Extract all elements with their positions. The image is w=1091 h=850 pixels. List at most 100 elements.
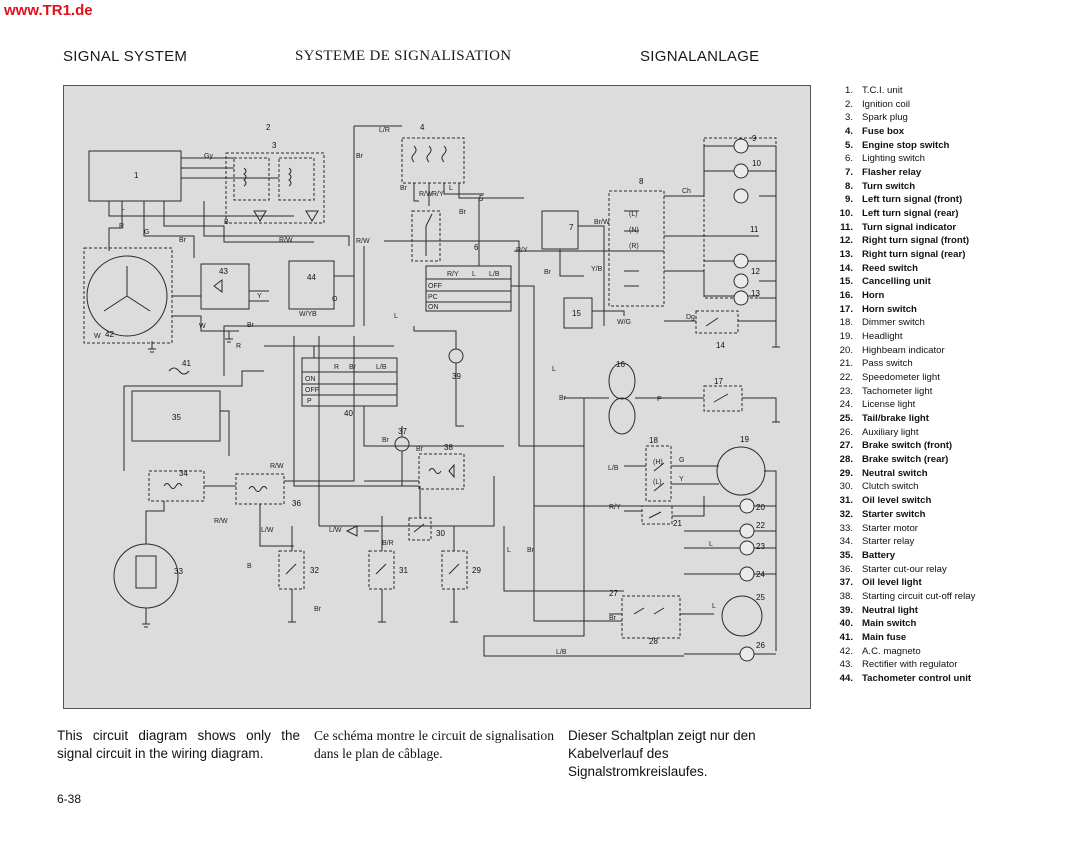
dimmer-lo: (L) — [653, 479, 662, 486]
legend-item: 14.Reed switch — [834, 262, 975, 276]
dimmer-hi: (H) — [653, 459, 663, 466]
legend-item: 42.A.C. magneto — [834, 645, 975, 659]
legend-item: 26. Auxiliary light — [834, 426, 975, 440]
legend-number: 12. — [839, 235, 853, 247]
lighting-switch-col-l: L — [472, 271, 476, 278]
legend-label: Oil level switch — [862, 495, 932, 507]
wire-gy: Gy — [204, 153, 213, 160]
legend-number: 2. — [844, 98, 853, 110]
wire-br-d: Br — [544, 269, 552, 276]
label-3: 3 — [272, 141, 277, 150]
main-switch-col-r: R — [334, 364, 339, 371]
legend-label: Rectifier with regulator — [862, 659, 958, 671]
label-23: 23 — [756, 542, 765, 551]
legend-number: 5. — [844, 139, 853, 151]
caption-english: This circuit diagram shows only the sign… — [57, 728, 300, 761]
legend-item: 6.Lighting switch — [834, 152, 975, 166]
legend-number: 22. — [839, 372, 853, 384]
legend-label: Tachometer control unit — [862, 672, 972, 684]
label-38: 38 — [444, 443, 453, 452]
label-28: 28 — [649, 637, 658, 646]
legend-label: Right turn signal (front) — [862, 235, 970, 247]
legend-label: Engine stop switch — [862, 139, 950, 151]
label-17: 17 — [714, 377, 723, 386]
wire-bb: B — [312, 311, 317, 318]
legend-number: 31. — [839, 495, 853, 507]
legend-label: Auxiliary light — [862, 426, 919, 438]
legend-item: 41.Main fuse — [834, 631, 975, 645]
label-24: 24 — [756, 570, 765, 579]
label-5: 5 — [479, 194, 484, 203]
wire-br-f: Br — [382, 437, 390, 444]
legend-number: 11. — [840, 221, 853, 233]
label-41: 41 — [182, 359, 191, 368]
legend-item: 28.Brake switch (rear) — [834, 453, 975, 467]
component-6-lighting-switch — [425, 265, 512, 312]
legend-item: 31. Oil level switch — [834, 494, 975, 508]
wire-br-i: Br — [609, 615, 617, 622]
wire-b-b: B — [247, 563, 252, 570]
wire-l-e: L — [552, 366, 556, 373]
legend-label: Cancelling unit — [862, 276, 931, 288]
wire-l-b: L — [394, 313, 398, 320]
watermark-link[interactable]: www.TR1.de — [4, 2, 93, 19]
label-1: 1 — [134, 171, 139, 180]
legend-number: 26. — [839, 426, 853, 438]
legend-number: 15. — [839, 276, 853, 288]
legend-label: Right turn signal (rear) — [862, 249, 966, 261]
legend-item: 34.Starter relay — [834, 535, 975, 549]
legend-item: 3.Spark plug — [834, 111, 975, 125]
legend-label: Left turn signal (rear) — [862, 208, 959, 220]
wire-ry-a: R/Y — [516, 247, 528, 254]
component-26-relay — [235, 473, 285, 505]
component-33-starter-motor — [113, 543, 179, 609]
caption-german: Dieser Schaltplan zeigt nur den Kabelver… — [568, 728, 756, 779]
label-37: 37 — [398, 427, 407, 436]
legend-label: Tail/brake light — [862, 413, 929, 425]
legend-number: 43. — [839, 659, 853, 671]
legend-number: 13. — [839, 249, 853, 261]
title-french: SYSTEME DE SIGNALISATION — [295, 48, 512, 64]
label-6: 6 — [474, 243, 479, 252]
component-37-oil-level-light — [394, 436, 410, 452]
legend-label: Starter cut-our relay — [862, 563, 947, 575]
legend-label: A.C. magneto — [862, 645, 921, 657]
component-2-ignition-coil — [225, 152, 325, 224]
label-39: 39 — [452, 372, 461, 381]
wire-r-a: R — [119, 223, 124, 230]
wire-p-a: P — [657, 396, 662, 403]
legend-item: 39.Neutral light — [834, 604, 975, 618]
label-11: 11 — [750, 225, 759, 234]
wire-dg: Dg — [686, 314, 695, 321]
legend-label: Neutral light — [862, 604, 918, 616]
legend-number: 34. — [839, 536, 853, 548]
wire-l-f: L — [507, 547, 511, 554]
main-switch-col-br: Br — [349, 364, 357, 371]
label-34: 34 — [179, 469, 188, 478]
label-18: 18 — [649, 436, 658, 445]
legend-label: Starter motor — [862, 522, 918, 534]
label-36: 36 — [292, 499, 301, 508]
legend-item: 22.Speedometer light — [834, 371, 975, 385]
legend-item: 40.Main switch — [834, 617, 975, 631]
legend-number: 7. — [844, 167, 853, 179]
legend-number: 38. — [839, 590, 853, 602]
component-16-horn — [608, 362, 636, 400]
wire-l-a: L — [121, 205, 125, 212]
component-5-engine-stop-switch — [411, 210, 441, 262]
legend-number: 25. — [839, 413, 853, 425]
wire-lw-a: L/W — [261, 527, 274, 534]
legend-item: 18.Dimmer switch — [834, 316, 975, 330]
legend-item: 19.Headlight — [834, 330, 975, 344]
wire-br-k: Br — [559, 395, 567, 402]
label-21: 21 — [673, 519, 682, 528]
label-25: 25 — [756, 593, 765, 602]
legend-label: Oil level light — [862, 577, 922, 589]
component-42-ac-magneto — [86, 255, 168, 337]
label-15: 15 — [572, 309, 581, 318]
legend-number: 24. — [839, 399, 853, 411]
component-41-main-fuse — [168, 367, 190, 375]
wire-brw: Br/W — [594, 219, 610, 226]
turn-switch-right: (R) — [629, 243, 639, 250]
label-12: 12 — [751, 267, 760, 276]
